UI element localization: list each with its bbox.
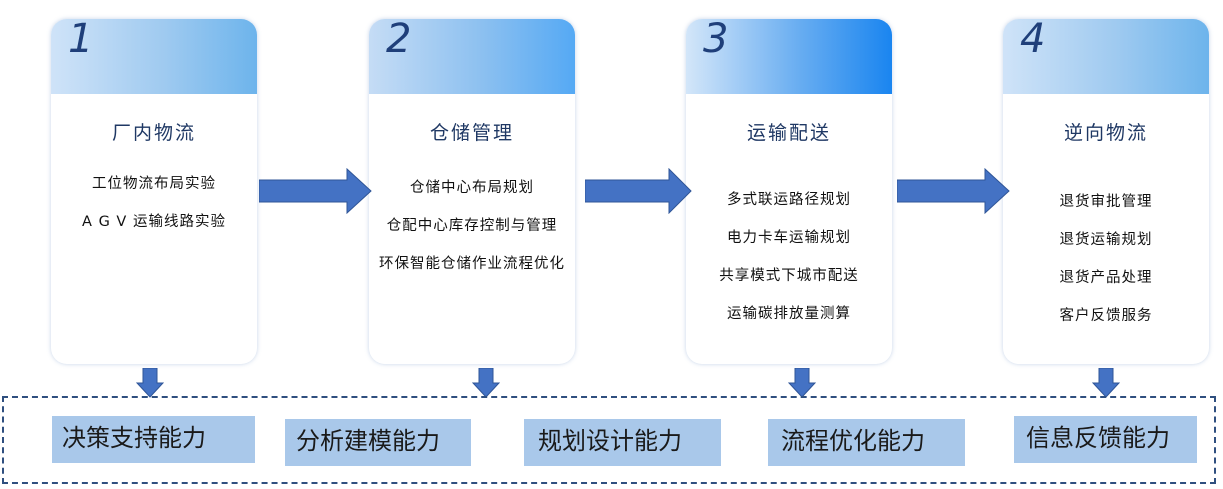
capability-label: 流程优化能力 [781,427,925,455]
stage-title: 逆向物流 [1063,122,1148,144]
stage-items: 退货审批管理 退货运输规划 退货产品处理 客户反馈服务 [1003,189,1209,341]
stage-item: 环保智能仓储作业流程优化 [379,256,565,272]
stage-items: 工位物流布局实验 A G V 运输线路实验 [51,171,257,247]
capability-decision-support: 决策支持能力 [52,416,255,463]
stage-item: 工位物流布局实验 [92,176,216,192]
stage-items: 多式联运路径规划 电力卡车运输规划 共享模式下城市配送 运输碳排放量测算 [686,187,892,339]
right-arrow-icon [585,168,692,214]
capability-process-optimization: 流程优化能力 [768,419,965,466]
stage-card-4: 4 逆向物流 退货审批管理 退货运输规划 退货产品处理 客户反馈服务 [1003,19,1209,364]
card-header: 2 [369,19,575,94]
stage-number: 1 [68,19,94,62]
stage-item: 运输碳排放量测算 [727,306,851,322]
down-arrow-icon [472,368,500,398]
stage-item: 仓储中心布局规划 [410,180,534,196]
stage-item: 退货审批管理 [1059,194,1153,210]
down-arrow-icon [136,368,164,398]
card-header: 4 [1003,19,1209,94]
stage-item: 共享模式下城市配送 [719,268,859,284]
stage-item: 仓配中心库存控制与管理 [386,218,558,234]
stage-item: 多式联运路径规划 [727,192,851,208]
stage-card-3: 3 运输配送 多式联运路径规划 电力卡车运输规划 共享模式下城市配送 运输碳排放… [686,19,892,364]
capability-label: 分析建模能力 [296,427,440,455]
capability-label: 信息反馈能力 [1026,424,1170,452]
capability-info-feedback: 信息反馈能力 [1014,416,1197,463]
stage-item: 电力卡车运输规划 [727,230,851,246]
stage-card-1: 1 厂内物流 工位物流布局实验 A G V 运输线路实验 [51,19,257,364]
down-arrow-icon [1092,368,1120,398]
card-header: 3 [686,19,892,94]
stage-card-2: 2 仓储管理 仓储中心布局规划 仓配中心库存控制与管理 环保智能仓储作业流程优化 [369,19,575,364]
capability-planning-design: 规划设计能力 [524,419,721,466]
down-arrow-icon [788,368,816,398]
stage-item: 退货运输规划 [1059,232,1153,248]
right-arrow-icon [897,168,1010,214]
stage-item: A G V 运输线路实验 [82,214,226,230]
stage-title: 运输配送 [746,122,831,144]
stage-items: 仓储中心布局规划 仓配中心库存控制与管理 环保智能仓储作业流程优化 [369,175,575,289]
card-header: 1 [51,19,257,94]
capability-label: 规划设计能力 [538,427,682,455]
stage-number: 4 [1020,19,1046,62]
stage-title: 仓储管理 [429,122,514,144]
stage-item: 客户反馈服务 [1059,308,1153,324]
stage-item: 退货产品处理 [1059,270,1153,286]
stage-number: 3 [703,19,729,62]
capability-analysis-modeling: 分析建模能力 [285,419,471,466]
stage-title: 厂内物流 [111,122,196,144]
right-arrow-icon [259,168,372,214]
capability-band [2,396,1216,484]
stage-number: 2 [386,19,412,62]
capability-label: 决策支持能力 [62,424,206,452]
